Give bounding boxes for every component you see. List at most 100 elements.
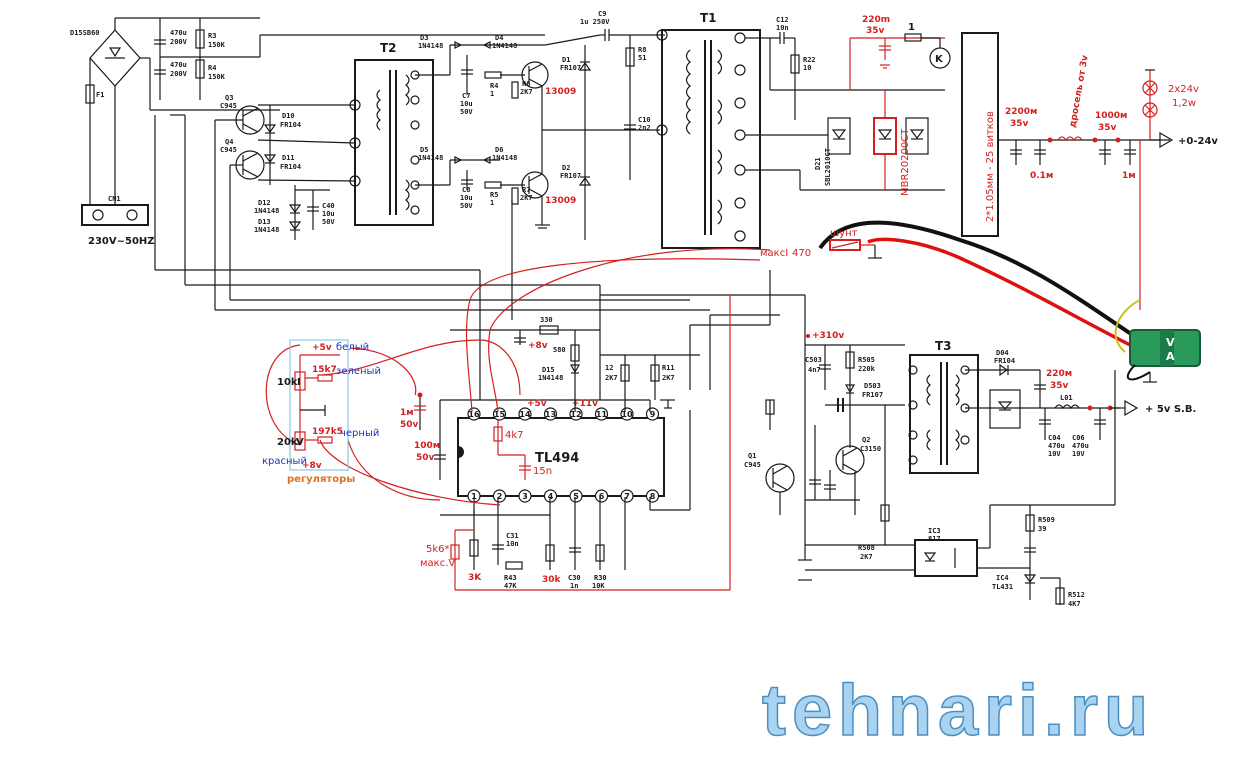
d11-label: D11 — [282, 154, 295, 162]
pot-i-mark: I — [297, 377, 301, 388]
r1-value: 1 — [908, 22, 915, 33]
optocoupler-ic3 — [914, 539, 978, 577]
pin-bottom-5-circle — [569, 489, 583, 503]
pin-top-14-circle — [518, 407, 532, 421]
pot-current[interactable] — [294, 371, 306, 391]
r7-value: 2K7 — [520, 194, 533, 202]
c7-voltage: 50V — [460, 108, 473, 116]
d1-label: D1 — [562, 56, 570, 64]
c503-value: 4n7 — [808, 366, 821, 374]
c40-voltage: 50V — [322, 218, 335, 226]
r4-label: R4 — [208, 64, 216, 72]
chip-label: TL494 — [535, 451, 579, 466]
pin-top-16-label: 16 — [468, 410, 480, 419]
c8-value: 10u — [460, 194, 473, 202]
c8-label: C8 — [462, 186, 470, 194]
c9-value: 1u 250V — [580, 18, 610, 26]
ic3-type: 817 — [928, 535, 941, 543]
meter-v-label: V — [1166, 336, 1175, 349]
pin-top-10-circle — [620, 407, 634, 421]
d2-type: FR107 — [560, 172, 581, 180]
regulators-section: I V 10k 20k 15k7 197k5 +5v белый зеленый… — [262, 339, 381, 485]
ic4-label: IC4 — [996, 574, 1009, 582]
d13-label: D13 — [258, 218, 271, 226]
pin-bottom-7-label: 7 — [624, 492, 630, 501]
c503-label: C503 — [805, 356, 822, 364]
d12-type: 1N4148 — [254, 207, 279, 215]
pin-top-12-circle — [569, 407, 583, 421]
r22-label: R22 — [803, 56, 816, 64]
pin-bottom-3-label: 3 — [522, 492, 528, 501]
r509-label: R509 — [1038, 516, 1055, 524]
r4d-value: 1 — [490, 90, 494, 98]
pin-bottom-2-label: 2 — [497, 492, 503, 501]
c40-value: 10u — [322, 210, 335, 218]
c10-value: 2n2 — [638, 124, 651, 132]
q3-label: Q3 — [225, 94, 233, 102]
red-wire-label: красный — [262, 456, 307, 467]
pot-voltage[interactable] — [294, 431, 306, 451]
sb-output-label: + 5v S.B. — [1145, 404, 1196, 415]
q2-sb-type: C3150 — [860, 445, 881, 453]
c30-value: 1n — [570, 582, 578, 590]
c31-label: C31 — [506, 532, 519, 540]
c06-voltage: 10V — [1072, 450, 1085, 458]
output-inductor-core — [961, 32, 999, 237]
output-section: 220m 35v 1 K MBR20200CT 2*1.05мм - 25 ви… — [849, 15, 1218, 310]
r30-label: R30 — [594, 574, 607, 582]
t2-section: T2 Q3 C945 Q4 C945 — [214, 41, 434, 310]
d10-type: FR104 — [280, 121, 301, 129]
r7-label: R7 — [522, 186, 530, 194]
r3-value: 150K — [208, 41, 226, 49]
shunt-r470: 470 — [792, 248, 811, 259]
r22-value: 10 — [803, 64, 811, 72]
r43-value: 47K — [504, 582, 517, 590]
plus11-label: +11v — [572, 399, 598, 409]
d5-type: 1N4148 — [418, 154, 443, 162]
t2-title: T2 — [380, 41, 397, 55]
cap1-value: 470u — [170, 29, 187, 37]
pot-v-mark: V — [296, 437, 304, 448]
green-wire-label: зеленый — [336, 366, 381, 377]
r3k-label: 3K — [468, 573, 482, 583]
d4-label: D4 — [495, 34, 503, 42]
c04-label: C04 — [1048, 434, 1061, 442]
q2-sb-label: Q2 — [862, 436, 870, 444]
cap2-value: 470u — [170, 61, 187, 69]
c04-voltage: 10V — [1048, 450, 1061, 458]
r5d-value: 1 — [490, 199, 494, 207]
r508-value: 2K7 — [860, 553, 873, 561]
d6-type: 1N4148 — [492, 154, 517, 162]
c1m-ctrl-voltage: 50v — [400, 420, 419, 430]
c1m-label: 1м — [1122, 171, 1136, 181]
r512-value: 4K7 — [1068, 600, 1081, 608]
pin-top-16-circle — [467, 407, 481, 421]
t1-title: T1 — [700, 11, 717, 25]
d12-label: D12 — [258, 199, 271, 207]
l01-label: L01 — [1060, 394, 1073, 402]
transistor-13009-upper — [521, 61, 549, 89]
pin-top-9-label: 9 — [650, 410, 656, 419]
q1-sb-label: Q1 — [748, 452, 756, 460]
q4-type: C945 — [220, 146, 237, 154]
d21-label: D21 — [814, 157, 822, 170]
c220-sb-voltage: 35v — [1050, 381, 1069, 391]
lamp-1 — [1142, 80, 1158, 96]
red-feedback-wiring — [265, 248, 771, 506]
c1m-ctrl-label: 1м — [400, 408, 414, 418]
pin-bottom-1-label: 1 — [471, 492, 477, 501]
transformer-t1 — [661, 29, 761, 249]
r30-value: 10K — [592, 582, 605, 590]
q3-type: C945 — [220, 102, 237, 110]
d13-type: 1N4148 — [254, 226, 279, 234]
c31-value: 10n — [506, 540, 519, 548]
shunt-label: шунт — [830, 228, 858, 239]
c1000-voltage: 35v — [1098, 123, 1117, 133]
transformer-t3 — [909, 354, 979, 474]
c9-label: C9 — [598, 10, 606, 18]
pin-top-10-label: 10 — [621, 410, 633, 419]
t3-title: T3 — [935, 339, 952, 353]
q4-label: Q4 — [225, 138, 233, 146]
d503-type: FR107 — [862, 391, 883, 399]
mains-voltage-label: 230V~50HZ — [88, 236, 155, 247]
